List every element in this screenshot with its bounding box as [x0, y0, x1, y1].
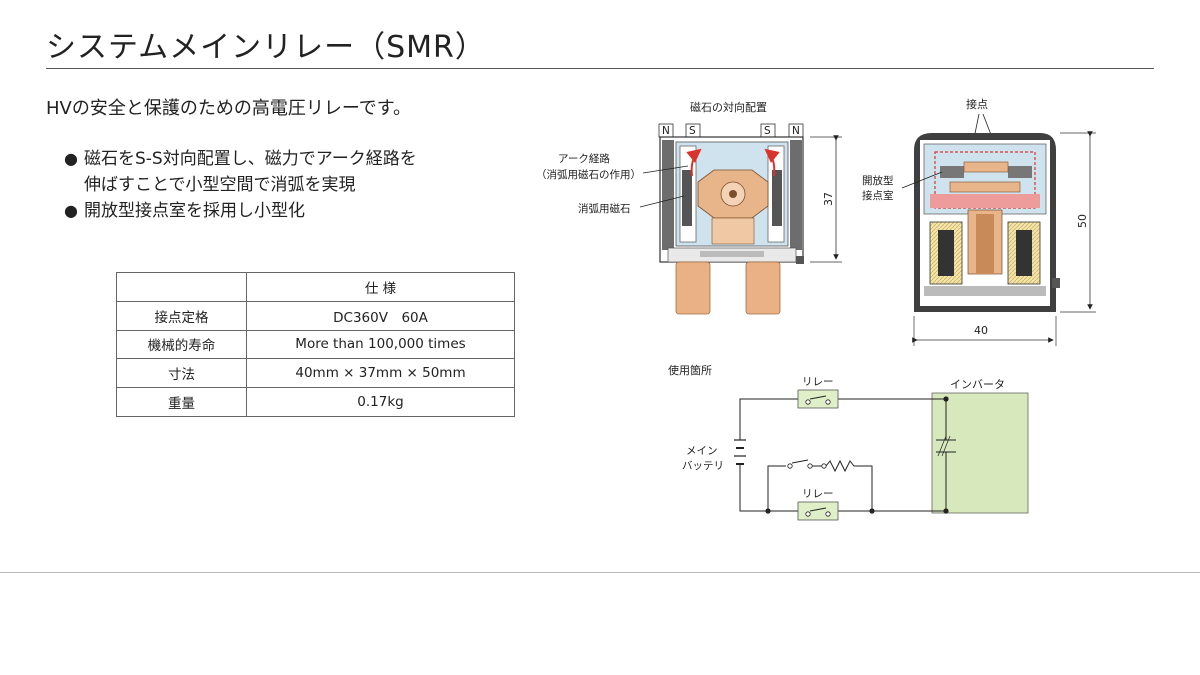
- arc-path-left-arrow-icon: [686, 148, 702, 177]
- spec-table-header-row: 仕 様: [116, 272, 515, 302]
- spec-header-value: 仕 様: [246, 272, 515, 302]
- magnet-right-core: [772, 170, 782, 226]
- dimension-37: 37: [822, 192, 835, 206]
- wire-precharge-left: [767, 465, 786, 511]
- feature-item-continued: 伸ばすことで小型空間で消弧を実現: [64, 172, 417, 198]
- intro-text: HVの安全と保護のための高電圧リレーです。: [46, 98, 411, 119]
- spec-table: 仕 様 接点定格 DC360V 60A 機械的寿命 More than 100,…: [116, 272, 515, 417]
- arc-shield: [930, 194, 1040, 208]
- callout-open-chamber: 開放型: [862, 174, 894, 187]
- circuit-diagram: 使用箇所 インバータ メイン バッテリ リレー: [668, 363, 1029, 521]
- connector-pin: [796, 256, 804, 264]
- bullet-dot-icon: ●: [64, 149, 78, 168]
- callout-arc-path-note: （消弧用磁石の作用）: [536, 168, 641, 181]
- battery-label: メイン: [686, 445, 718, 457]
- callout-leader-magnet: [639, 195, 685, 208]
- feature-text: 開放型接点室を採用し小型化: [84, 201, 305, 221]
- magnet-left-outer: [662, 140, 674, 250]
- magnet-right-outer: [790, 140, 802, 250]
- relay-top-switch-icon: [809, 395, 827, 400]
- capacitor-icon: [937, 435, 951, 457]
- side-connector: [1052, 278, 1060, 288]
- bullet-dot-icon: ●: [64, 201, 78, 220]
- title-divider: [46, 68, 1154, 69]
- wire-top-left: [739, 398, 798, 440]
- terminal-right: [745, 261, 781, 315]
- inverter-label: インバータ: [950, 378, 1005, 391]
- dimension-40: 40: [974, 324, 988, 337]
- precharge-switch-icon: [791, 459, 809, 464]
- relay-bottom-box: [797, 501, 839, 521]
- fixed-contact: [949, 181, 1021, 193]
- junction-dot: [943, 508, 949, 514]
- spec-value: 40mm × 37mm × 50mm: [246, 358, 515, 389]
- battery-label-2: バッテリ: [682, 460, 724, 472]
- relay-top-view: 磁石の対向配置 N S S N: [536, 100, 842, 315]
- contact-pin: [729, 190, 737, 198]
- relay-top-label: リレー: [802, 376, 834, 388]
- plunger-shaft: [976, 214, 994, 274]
- relay-bottom-switch-icon: [809, 507, 827, 512]
- top-view-caption: 磁石の対向配置: [690, 100, 767, 114]
- yoke-plate: [924, 286, 1046, 296]
- relay-bottom-label: リレー: [802, 488, 834, 500]
- footer-divider: [0, 572, 1200, 573]
- wire-precharge-right: [858, 465, 873, 511]
- pole-label-s: S: [764, 125, 771, 137]
- feature-list: ● 磁石をS-S対向配置し、磁力でアーク経路を 伸ばすことで小型空間で消弧を実現…: [64, 146, 417, 224]
- spec-value: More than 100,000 times: [246, 329, 515, 360]
- dimension-50: 50: [1076, 214, 1089, 228]
- relay-base-slot: [700, 251, 764, 257]
- callout-arc-magnet: 消弧用磁石: [578, 202, 631, 215]
- moving-contact: [963, 161, 1009, 173]
- page-title: システムメインリレー（SMR）: [46, 30, 486, 65]
- battery-icon: [732, 438, 748, 466]
- chamber-leader-line: [901, 171, 943, 189]
- inverter-block: [931, 392, 1029, 514]
- junction-dot: [765, 508, 771, 514]
- callout-open-chamber-2: 接点室: [862, 189, 894, 202]
- coil-right-core: [1016, 230, 1032, 276]
- resistor-icon: [825, 459, 858, 473]
- pole-labels: N S S N: [658, 123, 804, 138]
- relay-side-view: 接点 開放型 接点室 50 4: [862, 98, 1096, 346]
- feature-text: 伸ばすことで小型空間で消弧を実現: [84, 175, 356, 195]
- feature-text: 磁石をS-S対向配置し、磁力でアーク経路を: [84, 149, 417, 169]
- wire-bottom-left: [739, 476, 798, 512]
- table-row: 寸法 40mm × 37mm × 50mm: [116, 358, 515, 389]
- feature-item: ● 磁石をS-S対向配置し、磁力でアーク経路を: [64, 146, 417, 172]
- coil-left-core: [938, 230, 954, 276]
- callout-arc-path: アーク経路: [558, 152, 610, 165]
- pole-label-n: N: [792, 125, 800, 137]
- arc-path-right-arrow-icon: [764, 148, 780, 177]
- side-magnet-right: [1008, 166, 1032, 178]
- junction-dot: [943, 396, 949, 402]
- spec-value: 0.17kg: [246, 387, 515, 417]
- contact-lower: [711, 217, 755, 245]
- table-row: 重量 0.17kg: [116, 387, 515, 417]
- magnet-left-core: [682, 170, 692, 226]
- spec-label: 寸法: [116, 358, 247, 389]
- callout-contact: 接点: [966, 98, 988, 111]
- pole-label-s: S: [689, 125, 696, 137]
- callout-leader-arc: [642, 165, 689, 174]
- circuit-caption: 使用箇所: [668, 363, 712, 377]
- terminal-left: [675, 261, 711, 315]
- spec-label: 機械的寿命: [116, 329, 247, 360]
- relay-top-box: [797, 389, 839, 409]
- feature-item: ● 開放型接点室を採用し小型化: [64, 198, 417, 224]
- table-row: 機械的寿命 More than 100,000 times: [116, 329, 515, 360]
- junction-dot: [869, 508, 875, 514]
- pole-label-n: N: [662, 125, 670, 137]
- side-magnet-left: [940, 166, 964, 178]
